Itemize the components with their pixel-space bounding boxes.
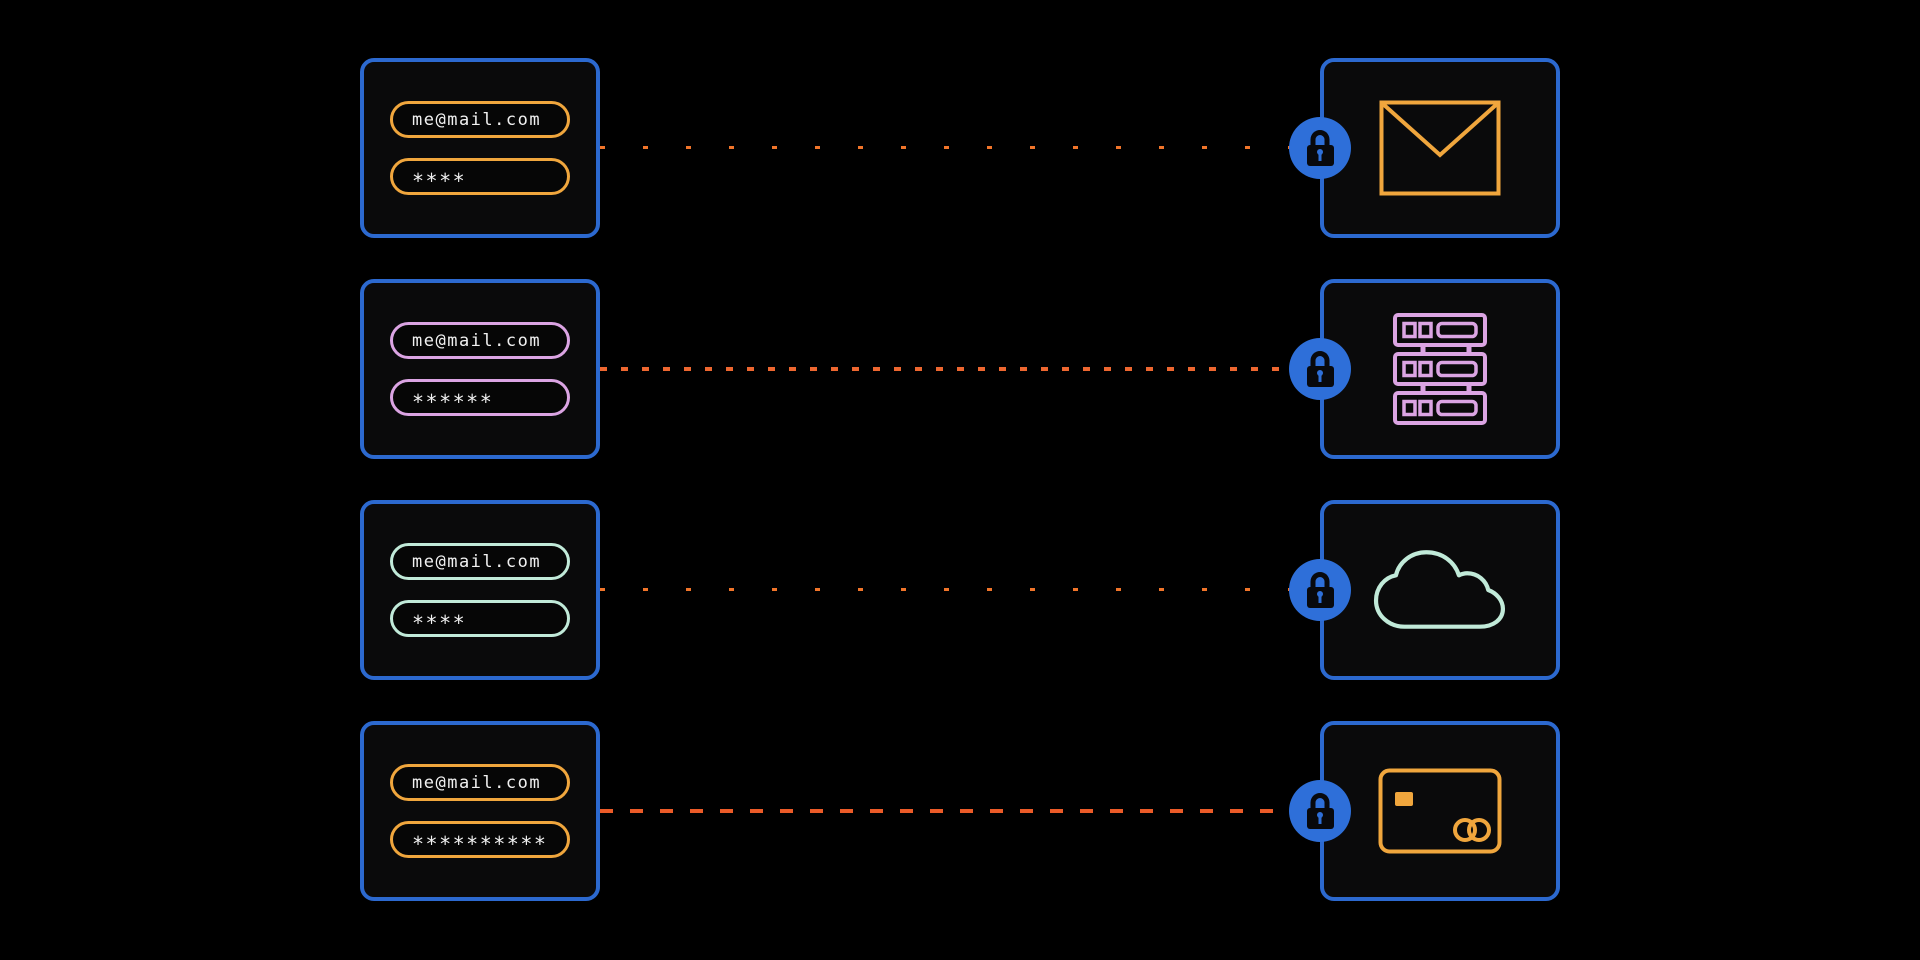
password-masked-value: ****	[412, 168, 467, 193]
email-value: me@mail.com	[412, 551, 542, 572]
padlock-glyph	[1306, 572, 1334, 608]
password-field: ******	[390, 379, 570, 416]
password-field: ****	[390, 158, 570, 195]
service-card-payment	[1320, 721, 1560, 901]
email-field: me@mail.com	[390, 322, 570, 359]
padlock-icon	[1289, 338, 1351, 400]
credential-card: me@mail.com ****	[360, 500, 600, 680]
padlock-glyph	[1306, 793, 1334, 829]
email-value: me@mail.com	[412, 772, 542, 793]
padlock-icon	[1289, 559, 1351, 621]
connection-dashed-line	[600, 367, 1290, 371]
padlock-glyph	[1306, 351, 1334, 387]
credential-card: me@mail.com **********	[360, 721, 600, 901]
service-card-server	[1320, 279, 1560, 459]
connection-dotted-line	[600, 146, 1290, 149]
connection-dotted-line	[600, 588, 1290, 591]
password-field: **********	[390, 821, 570, 858]
email-field: me@mail.com	[390, 101, 570, 138]
email-value: me@mail.com	[412, 109, 542, 130]
cloud-icon	[1373, 550, 1506, 629]
credit-card-icon	[1378, 768, 1502, 854]
email-value: me@mail.com	[412, 330, 542, 351]
email-field: me@mail.com	[390, 764, 570, 801]
credential-card: me@mail.com ****	[360, 58, 600, 238]
credential-mapping-row-payment: me@mail.com **********	[0, 721, 1920, 901]
credential-mapping-row-server: me@mail.com ******	[0, 279, 1920, 459]
padlock-body	[1306, 808, 1334, 829]
credential-mapping-row-email: me@mail.com ****	[0, 58, 1920, 238]
server-rack-icon	[1393, 313, 1487, 425]
padlock-icon	[1289, 117, 1351, 179]
padlock-body	[1306, 587, 1334, 608]
envelope-icon	[1379, 100, 1501, 196]
padlock-shackle	[1310, 130, 1330, 148]
padlock-shackle	[1310, 351, 1330, 369]
password-field: ****	[390, 600, 570, 637]
padlock-glyph	[1306, 130, 1334, 166]
padlock-shackle	[1310, 572, 1330, 590]
email-field: me@mail.com	[390, 543, 570, 580]
password-masked-value: ******	[412, 389, 494, 414]
padlock-icon	[1289, 780, 1351, 842]
service-card-cloud	[1320, 500, 1560, 680]
padlock-body	[1306, 366, 1334, 387]
password-masked-value: ****	[412, 610, 467, 635]
padlock-shackle	[1310, 793, 1330, 811]
credential-card: me@mail.com ******	[360, 279, 600, 459]
password-masked-value: **********	[412, 831, 548, 856]
service-card-email	[1320, 58, 1560, 238]
connection-dashed-line	[600, 809, 1290, 813]
credential-mapping-row-cloud: me@mail.com ****	[0, 500, 1920, 680]
padlock-body	[1306, 145, 1334, 166]
